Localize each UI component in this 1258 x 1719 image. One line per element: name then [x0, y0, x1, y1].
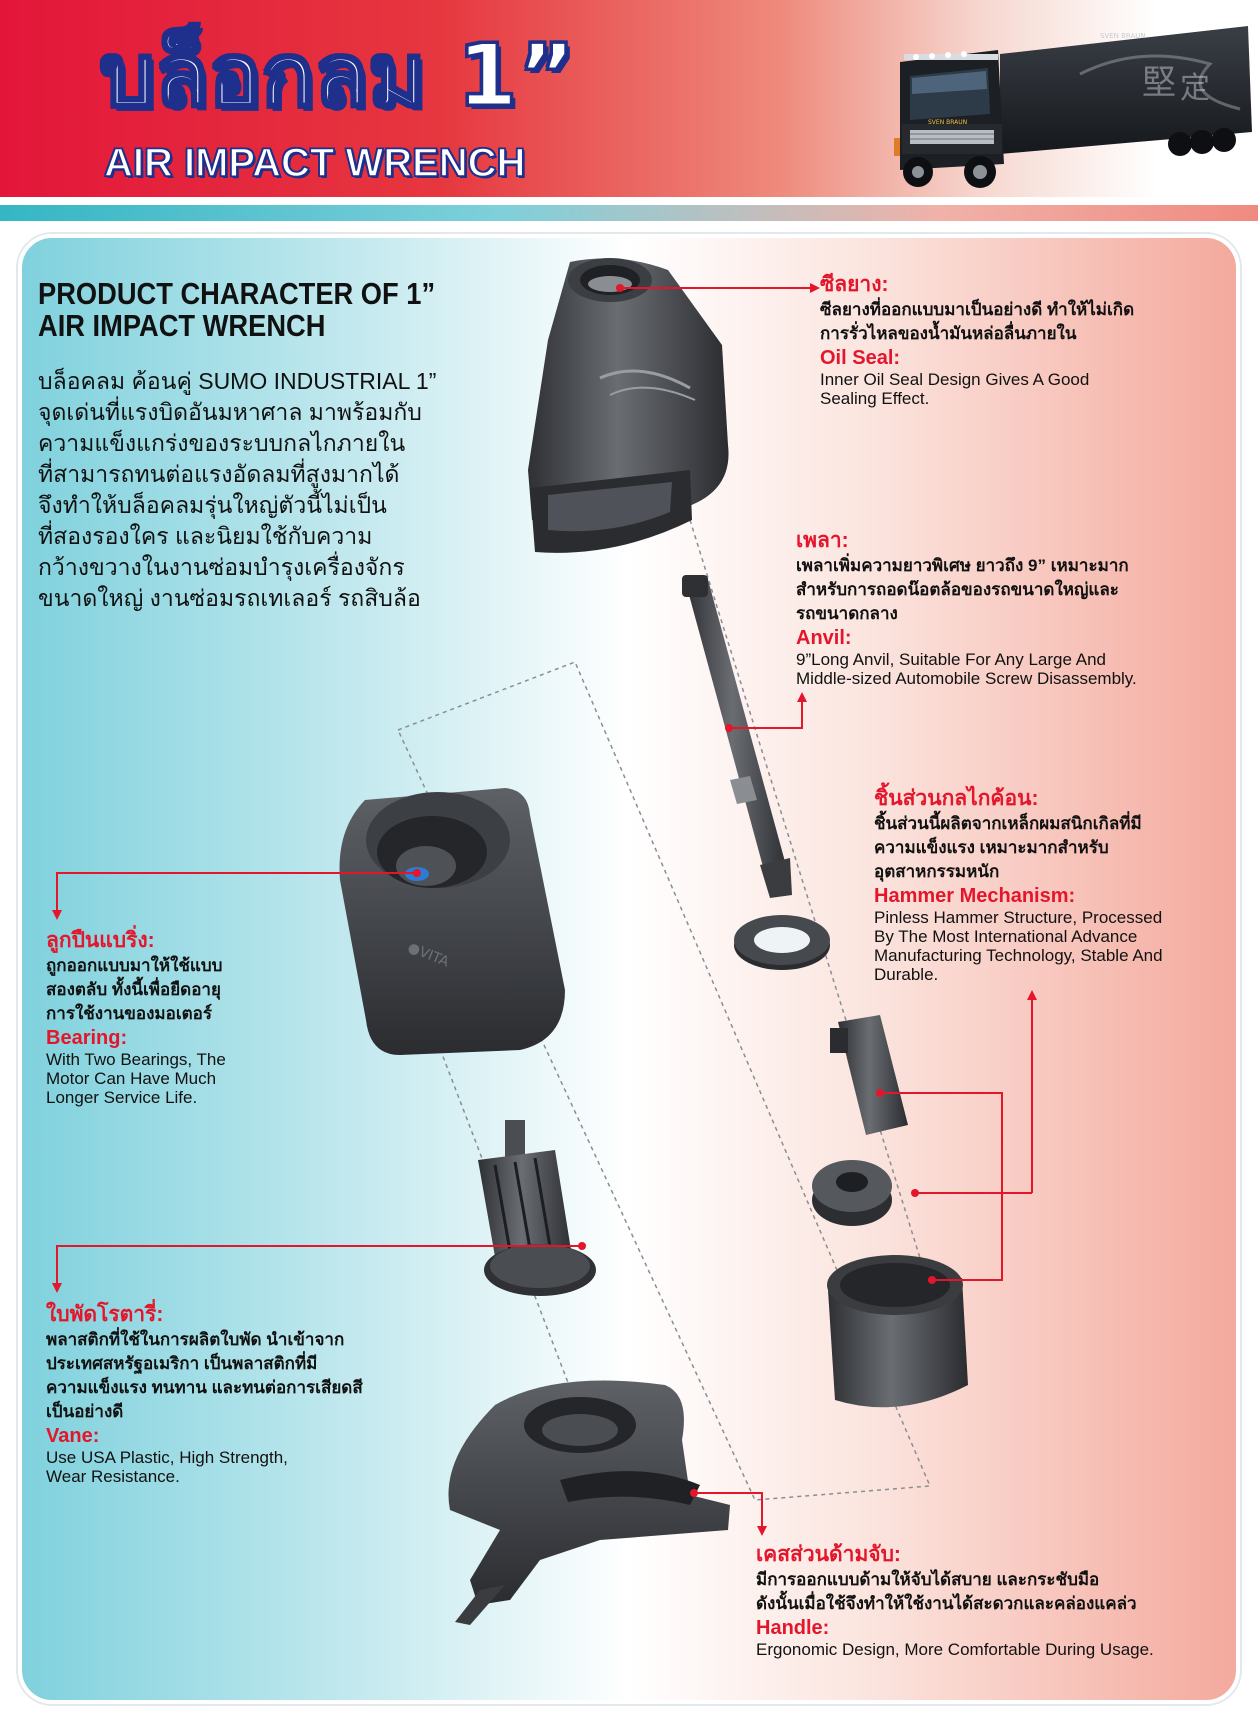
- oil-seal-leader: [616, 283, 820, 293]
- callout-body-en: 9”Long Anvil, Suitable For Any Large And…: [796, 650, 1137, 688]
- callout-line: ถูกออกแบบมาให้ใช้แบบ: [46, 956, 223, 975]
- callout-body-th: เพลาเพิ่มความยาวพิเศษ ยาวถึง 9” เหมาะมาก…: [796, 554, 1137, 626]
- intro-line: บล็อคลม ค้อนคู่ SUMO INDUSTRIAL 1”: [38, 368, 437, 394]
- callout-line: มีการออกแบบด้ามให้จับได้สบาย และกระชับมื…: [756, 1570, 1100, 1589]
- callout-body-en: Pinless Hammer Structure, Processed By T…: [874, 908, 1163, 984]
- handle-callout: เคสส่วนด้ามจับ: มีการออกแบบด้ามให้จับได้…: [756, 1542, 1154, 1659]
- callout-body-th: ชิ้นส่วนนี้ผลิตจากเหล็กผมสนิกเกิลที่มี ค…: [874, 812, 1163, 884]
- callout-line: ชิ้นส่วนนี้ผลิตจากเหล็กผมสนิกเกิลที่มี: [874, 814, 1142, 833]
- product-character-heading: PRODUCT CHARACTER OF 1” AIR IMPACT WRENC…: [38, 278, 443, 342]
- callout-title-en: Anvil:: [796, 627, 852, 649]
- callout-line: การรั่วไหลของน้ำมันหล่อลื่นภายใน: [820, 324, 1077, 343]
- callout-line: By The Most International Advance: [874, 927, 1138, 946]
- anvil-shaft-part: [682, 575, 792, 898]
- callout-line: Motor Can Have Much: [46, 1069, 217, 1088]
- callout-line: Wear Resistance.: [46, 1467, 180, 1486]
- assembly-axis-right: [689, 519, 931, 1291]
- callout-line: Durable.: [874, 965, 939, 984]
- callout-line: Longer Service Life.: [46, 1088, 198, 1107]
- heading-line: AIR IMPACT WRENCH: [38, 308, 326, 343]
- intro-line: กว้างขวางในงานซ่อมบำรุงเครื่องจักร: [38, 554, 405, 580]
- anvil-leader: [725, 692, 807, 732]
- vane-leader: [52, 1242, 586, 1293]
- callout-title-en: Hammer Mechanism:: [874, 885, 1076, 907]
- svg-text:定: 定: [1180, 71, 1210, 106]
- page-title-thai: บล็อกลม 1”: [99, 25, 577, 128]
- callout-title-th: ใบพัดโรตารี่:: [46, 1303, 164, 1326]
- callout-body-en: Inner Oil Seal Design Gives A Good Seali…: [820, 370, 1134, 408]
- callout-line: เพลาเพิ่มความยาวพิเศษ ยาวถึง 9” เหมาะมาก: [796, 556, 1129, 575]
- bearing-leader: [52, 869, 421, 920]
- callout-line: สองตลับ ทั้งนี้เพื่อยืดอายุ: [46, 980, 221, 999]
- callout-line: ซีลยางที่ออกแบบมาเป็นอย่างดี ทำให้ไม่เกิ…: [820, 300, 1135, 319]
- svg-text:堅: 堅: [1142, 63, 1176, 103]
- vane-callout: ใบพัดโรตารี่: พลาสติกที่ใช้ในการผลิตใบพั…: [46, 1302, 363, 1486]
- callout-body-th: มีการออกแบบด้ามให้จับได้สบาย และกระชับมื…: [756, 1568, 1154, 1616]
- callout-line: 9”Long Anvil, Suitable For Any Large And: [796, 650, 1106, 669]
- anvil-callout: เพลา: เพลาเพิ่มความยาวพิเศษ ยาวถึง 9” เห…: [796, 528, 1137, 688]
- callout-body-th: พลาสติกที่ใช้ในการผลิตใบพัด นำเข้าจาก ปร…: [46, 1328, 363, 1424]
- svg-text:SVEN BRAUN: SVEN BRAUN: [1100, 32, 1146, 40]
- callout-line: Manufacturing Technology, Stable And: [874, 946, 1163, 965]
- hammer-cage-part: [827, 1255, 968, 1408]
- callout-body-en: With Two Bearings, The Motor Can Have Mu…: [46, 1050, 226, 1107]
- callout-title-en: Bearing:: [46, 1027, 128, 1049]
- callout-line: ดังนั้นเมื่อใช้จึงทำให้ใช้งานได้สะดวกและ…: [756, 1594, 1137, 1613]
- callout-line: Pinless Hammer Structure, Processed: [874, 908, 1163, 927]
- callout-line: Sealing Effect.: [820, 389, 930, 408]
- callout-line: With Two Bearings, The: [46, 1050, 226, 1069]
- truck-image: 堅 定 SVEN BRAUN SVEN BRAUN: [894, 26, 1252, 188]
- intro-line: ขนาดใหญ่ งานซ่อมรถเทเลอร์ รถสิบล้อ: [38, 585, 421, 611]
- hammer-leader: [876, 990, 1037, 1284]
- assembly-guide-frame: [396, 661, 932, 1501]
- intro-line: ที่สามารถทนต่อแรงอัดลมที่สูงมากได้: [38, 461, 400, 487]
- decorative-stripe: [0, 205, 1258, 221]
- callout-title-en: Oil Seal:: [820, 347, 901, 369]
- callout-line: Middle-sized Automobile Screw Disassembl…: [796, 669, 1137, 688]
- callout-title-en: Handle:: [756, 1617, 830, 1639]
- callout-title-th: เคสส่วนด้ามจับ:: [756, 1543, 901, 1566]
- front-housing-part: [528, 258, 729, 553]
- callout-line: เป็นอย่างดี: [46, 1402, 124, 1421]
- washer-ring-part: [734, 915, 830, 970]
- intro-line: ความแข็งแกร่งของระบบกลไกภายใน: [38, 430, 406, 456]
- callout-title-th: เพลา:: [796, 529, 849, 552]
- callout-body-en: Use USA Plastic, High Strength, Wear Res…: [46, 1448, 363, 1486]
- hammer-block-part: [830, 1015, 908, 1135]
- handle-case-part: [448, 1380, 730, 1625]
- intro-line: จุดเด่นที่แรงบิดอันมหาศาล มาพร้อมกับ: [38, 399, 422, 425]
- callout-line: Ergonomic Design, More Comfortable Durin…: [756, 1640, 1154, 1659]
- callout-line: Inner Oil Seal Design Gives A Good: [820, 370, 1090, 389]
- callout-line: Use USA Plastic, High Strength,: [46, 1448, 288, 1467]
- rotor-part: [478, 1120, 596, 1296]
- handle-leader: [690, 1489, 767, 1536]
- callout-line: รถขนาดกลาง: [796, 604, 898, 623]
- page-title-english: AIR IMPACT WRENCH: [103, 140, 526, 186]
- callout-line: ประเทศสหรัฐอเมริกา เป็นพลาสติกที่มี: [46, 1354, 318, 1373]
- oil-seal-callout: ซีลยาง: ซีลยางที่ออกแบบมาเป็นอย่างดี ทำใ…: [820, 272, 1134, 408]
- callout-title-th: ซีลยาง:: [820, 273, 889, 296]
- callout-body-th: ถูกออกแบบมาให้ใช้แบบ สองตลับ ทั้งนี้เพื่…: [46, 954, 226, 1026]
- callout-line: ความแข็งแรง เหมาะมากสำหรับ: [874, 838, 1109, 857]
- heading-line: PRODUCT CHARACTER OF 1”: [38, 276, 436, 311]
- bearing-callout: ลูกปืนแบริ่ง: ถูกออกแบบมาให้ใช้แบบ สองตล…: [46, 928, 226, 1107]
- intro-line: ที่สองรองใคร และนิยมใช้กับความ: [38, 523, 373, 549]
- callout-line: พลาสติกที่ใช้ในการผลิตใบพัด นำเข้าจาก: [46, 1330, 345, 1349]
- hammer-cam-part: [812, 1160, 892, 1226]
- callout-line: สำหรับการถอดน๊อตล้อของรถขนาดใหญ่และ: [796, 580, 1119, 599]
- hammer-mechanism-callout: ชิ้นส่วนกลไกค้อน: ชิ้นส่วนนี้ผลิตจากเหล็…: [874, 786, 1163, 984]
- intro-paragraph: บล็อคลม ค้อนคู่ SUMO INDUSTRIAL 1” จุดเด…: [38, 366, 558, 614]
- callout-line: การใช้งานของมอเตอร์: [46, 1004, 213, 1023]
- callout-title-th: ลูกปืนแบริ่ง:: [46, 929, 155, 952]
- callout-title-th: ชิ้นส่วนกลไกค้อน:: [874, 787, 1039, 810]
- callout-line: ความแข็งแรง ทนทาน และทนต่อการเสียดสี: [46, 1378, 363, 1397]
- callout-body-en: Ergonomic Design, More Comfortable Durin…: [756, 1640, 1154, 1659]
- intro-line: จึงทำให้บล็อคลมรุ่นใหญ่ตัวนี้ไม่เป็น: [38, 492, 387, 518]
- svg-text:SVEN BRAUN: SVEN BRAUN: [928, 119, 967, 126]
- callout-body-th: ซีลยางที่ออกแบบมาเป็นอย่างดี ทำให้ไม่เกิ…: [820, 298, 1134, 346]
- callout-title-en: Vane:: [46, 1425, 100, 1447]
- motor-cylinder-part: ●VITA: [339, 788, 565, 1055]
- callout-line: อุตสาหกรรมหนัก: [874, 862, 1000, 881]
